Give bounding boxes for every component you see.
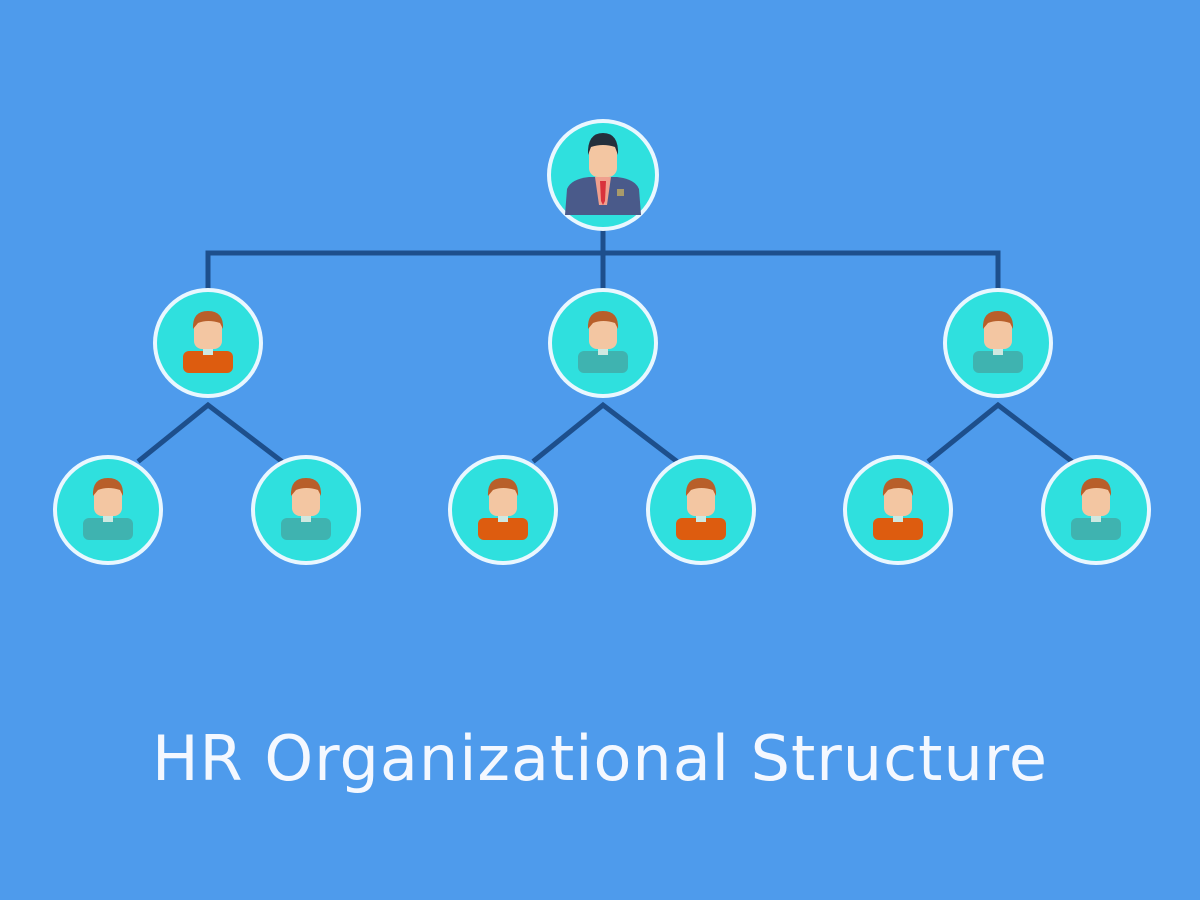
manager-icon [565, 133, 641, 215]
connector-line [926, 401, 1074, 464]
person-icon [183, 311, 233, 373]
diagram-title: HR Organizational Structure [151, 722, 1049, 795]
person-icon [873, 478, 923, 540]
connector-lines [136, 224, 1074, 464]
employee-node [448, 455, 558, 565]
person-icon [83, 478, 133, 540]
root-node [547, 119, 659, 231]
connector-line [531, 401, 679, 464]
team-lead-node [153, 288, 263, 398]
team-lead-node [943, 288, 1053, 398]
employee-node [53, 455, 163, 565]
person-icon [281, 478, 331, 540]
person-icon [578, 311, 628, 373]
person-icon [676, 478, 726, 540]
employee-node [251, 455, 361, 565]
connector-line [136, 401, 284, 464]
person-icon [973, 311, 1023, 373]
employee-node [646, 455, 756, 565]
employee-node [1041, 455, 1151, 565]
person-icon [1071, 478, 1121, 540]
team-lead-node [548, 288, 658, 398]
person-icon [478, 478, 528, 540]
employee-node [843, 455, 953, 565]
